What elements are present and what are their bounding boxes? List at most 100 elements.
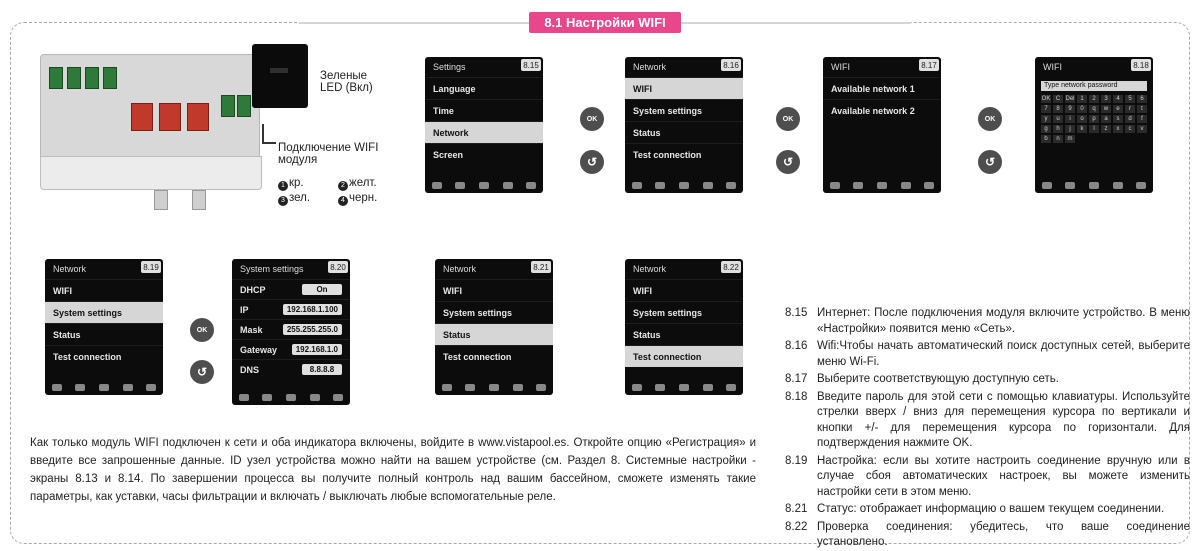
menu-item-time[interactable]: Time [425, 99, 543, 121]
ok-button[interactable]: OK [978, 107, 1002, 131]
keyboard-key[interactable]: 3 [1101, 95, 1111, 103]
keyboard-key[interactable]: 9 [1065, 105, 1075, 113]
keyboard-key[interactable]: d [1125, 115, 1135, 123]
screen-8-21: 8.21 Network WIFI System settings Status… [435, 259, 553, 395]
keyboard-key[interactable]: 8 [1053, 105, 1063, 113]
screen-8-16: 8.16 Network WIFI System settings Status… [625, 57, 743, 193]
keyboard-key[interactable]: l [1089, 125, 1099, 133]
keyboard-key[interactable]: 5 [1125, 95, 1135, 103]
keyboard-key[interactable]: 0 [1077, 105, 1087, 113]
menu-item-system-settings[interactable]: System settings [45, 301, 163, 323]
keyboard-key[interactable]: f [1137, 115, 1147, 123]
menu-item-screen[interactable]: Screen [425, 143, 543, 165]
keyboard-key[interactable]: w [1101, 105, 1111, 113]
password-input[interactable]: Type network password [1041, 81, 1147, 91]
menu-item-test-connection[interactable]: Test connection [625, 143, 743, 165]
dhcp-toggle[interactable]: On [302, 284, 342, 295]
keyboard-key[interactable]: y [1041, 115, 1051, 123]
keyboard-key[interactable]: Del [1065, 95, 1075, 103]
gateway-field[interactable]: 192.168.1.0 [291, 344, 342, 355]
keyboard-key[interactable]: h [1053, 125, 1063, 133]
keyboard-key[interactable]: c [1125, 125, 1135, 133]
network-item-2[interactable]: Available network 2 [823, 99, 941, 121]
dns-field[interactable]: 8.8.8.8 [302, 364, 342, 375]
menu-item-test-connection[interactable]: Test connection [625, 345, 743, 367]
menu-item-system-settings[interactable]: System settings [625, 301, 743, 323]
keyboard-key[interactable]: 1 [1077, 95, 1087, 103]
screen-footer [232, 389, 350, 405]
keyboard-key[interactable]: o [1077, 115, 1087, 123]
keyboard-key[interactable]: k [1077, 125, 1087, 133]
ok-button[interactable]: OK [580, 107, 604, 131]
menu-item-wifi[interactable]: WIFI [435, 279, 553, 301]
keyboard-key[interactable]: z [1101, 125, 1111, 133]
screen-badge: 8.20 [328, 261, 348, 273]
menu-item-status[interactable]: Status [45, 323, 163, 345]
screen-badge: 8.17 [919, 59, 939, 71]
connect-label: Подключение WIFI модуля [278, 142, 379, 166]
screen-badge: 8.18 [1131, 59, 1151, 71]
keyboard-key[interactable]: b [1041, 135, 1051, 143]
keyboard-key[interactable]: m [1065, 135, 1075, 143]
keyboard-key[interactable]: C [1053, 95, 1063, 103]
menu-item-status[interactable]: Status [625, 121, 743, 143]
menu-item-status[interactable]: Status [625, 323, 743, 345]
wire-line [262, 142, 276, 144]
network-item-1[interactable]: Available network 1 [823, 77, 941, 99]
mask-field[interactable]: 255.255.255.0 [282, 324, 342, 335]
menu-item-status[interactable]: Status [435, 323, 553, 345]
keyboard-key[interactable]: i [1065, 115, 1075, 123]
menu-item-language[interactable]: Language [425, 77, 543, 99]
menu-item-wifi[interactable]: WIFI [625, 279, 743, 301]
keyboard-key[interactable]: x [1113, 125, 1123, 133]
cable-gland [154, 190, 168, 210]
menu-item-wifi[interactable]: WIFI [625, 77, 743, 99]
ip-field[interactable]: 192.168.1.100 [282, 304, 342, 315]
screen-8-19: 8.19 Network WIFI System settings Status… [45, 259, 163, 395]
keyboard-key[interactable]: n [1053, 135, 1063, 143]
back-icon[interactable]: ↺ [978, 150, 1002, 174]
screen-header: System settings [240, 264, 304, 274]
keyboard-key[interactable]: a [1101, 115, 1111, 123]
screen-footer [625, 177, 743, 193]
relay [131, 103, 153, 131]
keyboard-key[interactable]: j [1065, 125, 1075, 133]
keyboard-key[interactable]: g [1041, 125, 1051, 133]
keyboard-key[interactable]: e [1113, 105, 1123, 113]
keyboard-key[interactable]: q [1089, 105, 1099, 113]
controller-board [40, 54, 260, 164]
menu-item-wifi[interactable]: WIFI [45, 279, 163, 301]
keyboard-key[interactable]: 6 [1137, 95, 1147, 103]
ok-button[interactable]: OK [190, 318, 214, 342]
back-icon[interactable]: ↺ [190, 360, 214, 384]
screen-header: Network [633, 62, 667, 72]
menu-item-test-connection[interactable]: Test connection [435, 345, 553, 367]
keyboard-key[interactable]: v [1137, 125, 1147, 133]
menu-item-network[interactable]: Network [425, 121, 543, 143]
back-icon[interactable]: ↺ [580, 150, 604, 174]
back-icon[interactable]: ↺ [776, 150, 800, 174]
keyboard-key[interactable]: 2 [1089, 95, 1099, 103]
keyboard-key[interactable]: t [1137, 105, 1147, 113]
keyboard-key[interactable]: r [1125, 105, 1135, 113]
keyboard-key[interactable]: u [1053, 115, 1063, 123]
keyboard-key[interactable]: 4 [1113, 95, 1123, 103]
keyboard-key[interactable]: p [1089, 115, 1099, 123]
ok-button[interactable]: OK [776, 107, 800, 131]
screen-footer [435, 379, 553, 395]
keyboard-key[interactable]: 7 [1041, 105, 1051, 113]
menu-item-test-connection[interactable]: Test connection [45, 345, 163, 367]
device-photo [40, 44, 308, 211]
keyboard-key[interactable]: OK [1041, 95, 1051, 103]
keyboard-key[interactable]: s [1113, 115, 1123, 123]
menu-item-system-settings[interactable]: System settings [435, 301, 553, 323]
menu-item-system-settings[interactable]: System settings [625, 99, 743, 121]
